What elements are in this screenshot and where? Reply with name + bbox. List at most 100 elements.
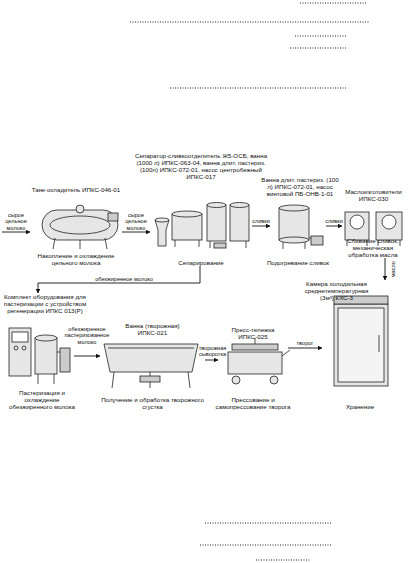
tank-cooler-illustration-part bbox=[76, 205, 84, 213]
press-cart-illustration-part bbox=[270, 376, 278, 384]
separator-illustration-part bbox=[230, 205, 249, 241]
flow-label: сырое цельное молоко bbox=[121, 212, 151, 231]
press-cart-illustration-part bbox=[232, 344, 278, 350]
press-cart-illustration bbox=[228, 338, 290, 384]
dotted-leader-lines-part bbox=[290, 48, 346, 49]
process-step: Пастеризация и охлаждение обезжиренного … bbox=[3, 389, 81, 410]
equipment-name: Ванна (творожная) ИПКС-021 bbox=[120, 322, 185, 336]
connector-layer bbox=[38, 226, 385, 360]
cold-chamber-illustration-part bbox=[379, 335, 380, 352]
process-step: Получение и обработка творожного сгустка bbox=[100, 396, 205, 410]
dotted-leader-lines-part bbox=[205, 523, 332, 524]
equipment-name: Сепаратор-сливкоотделитель Ж5-ОСБ, ванна… bbox=[128, 152, 274, 181]
butter-churn-illustration-part bbox=[382, 215, 396, 229]
press-cart-illustration-part bbox=[232, 376, 240, 384]
pasteurization-vat-illustration-part bbox=[279, 237, 309, 243]
tank-cooler-illustration-part bbox=[80, 240, 81, 249]
flow-arrow bbox=[74, 356, 100, 357]
equipment-node: Сепаратор-сливкоотделитель Ж5-ОСБ, ванна… bbox=[150, 152, 252, 266]
process-step: Накопление и охлаждение цельного молока bbox=[26, 252, 126, 266]
butter-churn-illustration-part bbox=[345, 212, 369, 240]
flow-arrow bbox=[288, 348, 322, 349]
equipment-node: Маслоизготовители ИПКС-030Сбивание сливо… bbox=[342, 188, 405, 258]
separator-illustration-part bbox=[210, 241, 211, 248]
curd-vat-illustration-part bbox=[104, 344, 198, 372]
pasteurization-kit-illustration-part bbox=[9, 328, 31, 376]
flow-arrow bbox=[205, 360, 218, 361]
flow-label: масло bbox=[390, 257, 396, 281]
pasteurization-kit-illustration bbox=[9, 328, 70, 384]
separator-illustration-part bbox=[214, 243, 226, 248]
pasteurization-kit-illustration-part bbox=[22, 346, 26, 350]
curd-vat-illustration-part bbox=[140, 376, 160, 382]
separator-illustration bbox=[155, 203, 249, 249]
pasteurization-vat-illustration bbox=[279, 205, 323, 249]
process-step: Прессование и самопрессование творога bbox=[213, 396, 293, 410]
flow-label: творог bbox=[290, 340, 320, 346]
butter-churn-illustration-part bbox=[350, 215, 364, 229]
tank-cooler-illustration-part bbox=[108, 213, 118, 221]
equipment-name: Пресс-тележка ИПКС-025 bbox=[218, 326, 288, 340]
cold-chamber-illustration-part bbox=[334, 304, 388, 386]
pasteurization-vat-illustration-part bbox=[305, 242, 306, 249]
tank-cooler-illustration bbox=[42, 205, 118, 249]
cold-chamber-illustration-part bbox=[338, 308, 384, 382]
dotted-leader-lines-part bbox=[170, 88, 346, 89]
process-step: Сбивание сливок, механическая обработка … bbox=[338, 237, 408, 258]
butter-churn-illustration-part bbox=[376, 212, 402, 240]
separator-illustration-part bbox=[155, 220, 169, 246]
separator-illustration-part bbox=[172, 211, 202, 217]
equipment-name: Танк-охладитель ИПКС-046-01 bbox=[30, 186, 122, 193]
pasteurization-kit-illustration-part bbox=[38, 374, 39, 384]
pasteurization-vat-illustration-part bbox=[279, 208, 309, 240]
flow-arrow bbox=[385, 258, 386, 280]
separator-illustration-part bbox=[172, 214, 202, 240]
flow-label: сырое цельное молоко bbox=[2, 212, 30, 231]
equipment-node: Ванна длит. пастериз. (100 л) ИПКС-072-0… bbox=[270, 176, 326, 266]
flow-label: обезжиренное молоко bbox=[88, 276, 160, 282]
equipment-node: Комплект оборудования для пастеризации с… bbox=[3, 293, 74, 410]
pasteurization-kit-illustration-part bbox=[60, 348, 70, 372]
curd-vat-illustration-part bbox=[112, 372, 114, 388]
equipment-node: Камера холодильная среднетемпературная (… bbox=[322, 280, 398, 410]
input-arrow-part bbox=[2, 232, 30, 233]
process-step: Сепарирование bbox=[150, 259, 252, 266]
cold-chamber-illustration bbox=[334, 296, 388, 386]
equipment-node: Ванна (творожная) ИПКС-021Получение и об… bbox=[100, 322, 205, 410]
pasteurization-kit-illustration-part bbox=[12, 332, 28, 342]
dotted-leader-lines-part bbox=[130, 22, 370, 23]
equipment-name: Комплект оборудования для пастеризации с… bbox=[3, 293, 87, 314]
equipment-name: Ванна длит. пастериз. (100 л) ИПКС-072-0… bbox=[260, 176, 340, 197]
tank-cooler-illustration-part bbox=[105, 238, 107, 249]
pasteurization-kit-illustration-part bbox=[14, 346, 18, 350]
flow-arrow bbox=[252, 226, 270, 227]
pasteurization-vat-illustration-part bbox=[283, 242, 284, 249]
pasteurization-kit-illustration-part bbox=[35, 335, 57, 341]
dotted-leader-lines-part bbox=[300, 3, 366, 4]
separator-illustration-part bbox=[207, 203, 226, 208]
equipment-node: Пресс-тележка ИПКС-025Прессование и само… bbox=[218, 326, 288, 410]
separator-illustration-part bbox=[199, 240, 200, 247]
curd-vat-illustration-part bbox=[108, 348, 194, 349]
equipment-name: Маслоизготовители ИПКС-030 bbox=[342, 188, 405, 202]
tank-cooler-illustration-part bbox=[53, 238, 55, 249]
process-step: Хранение bbox=[322, 403, 398, 410]
flow-label: сливки bbox=[251, 218, 271, 224]
curd-vat-illustration-part bbox=[188, 372, 190, 388]
flow-arrow bbox=[122, 232, 150, 233]
flow-arrow bbox=[38, 266, 200, 293]
flow-arrow bbox=[326, 226, 342, 227]
pasteurization-vat-illustration-part bbox=[279, 205, 309, 211]
separator-illustration-part bbox=[207, 205, 226, 241]
separator-illustration-part bbox=[246, 241, 247, 248]
equipment-node: Танк-охладитель ИПКС-046-01Накопление и … bbox=[30, 186, 122, 266]
pasteurization-kit-illustration-part bbox=[35, 338, 57, 374]
separator-illustration-part bbox=[230, 203, 249, 208]
tank-cooler-illustration-part bbox=[50, 216, 110, 234]
press-cart-illustration-part bbox=[228, 352, 282, 374]
dotted-leader-lines-part bbox=[200, 545, 332, 546]
flow-label: творожная сыворотка bbox=[196, 345, 229, 358]
equipment-name: Камера холодильная среднетемпературная (… bbox=[298, 280, 375, 301]
pasteurization-kit-illustration-part bbox=[57, 352, 60, 353]
